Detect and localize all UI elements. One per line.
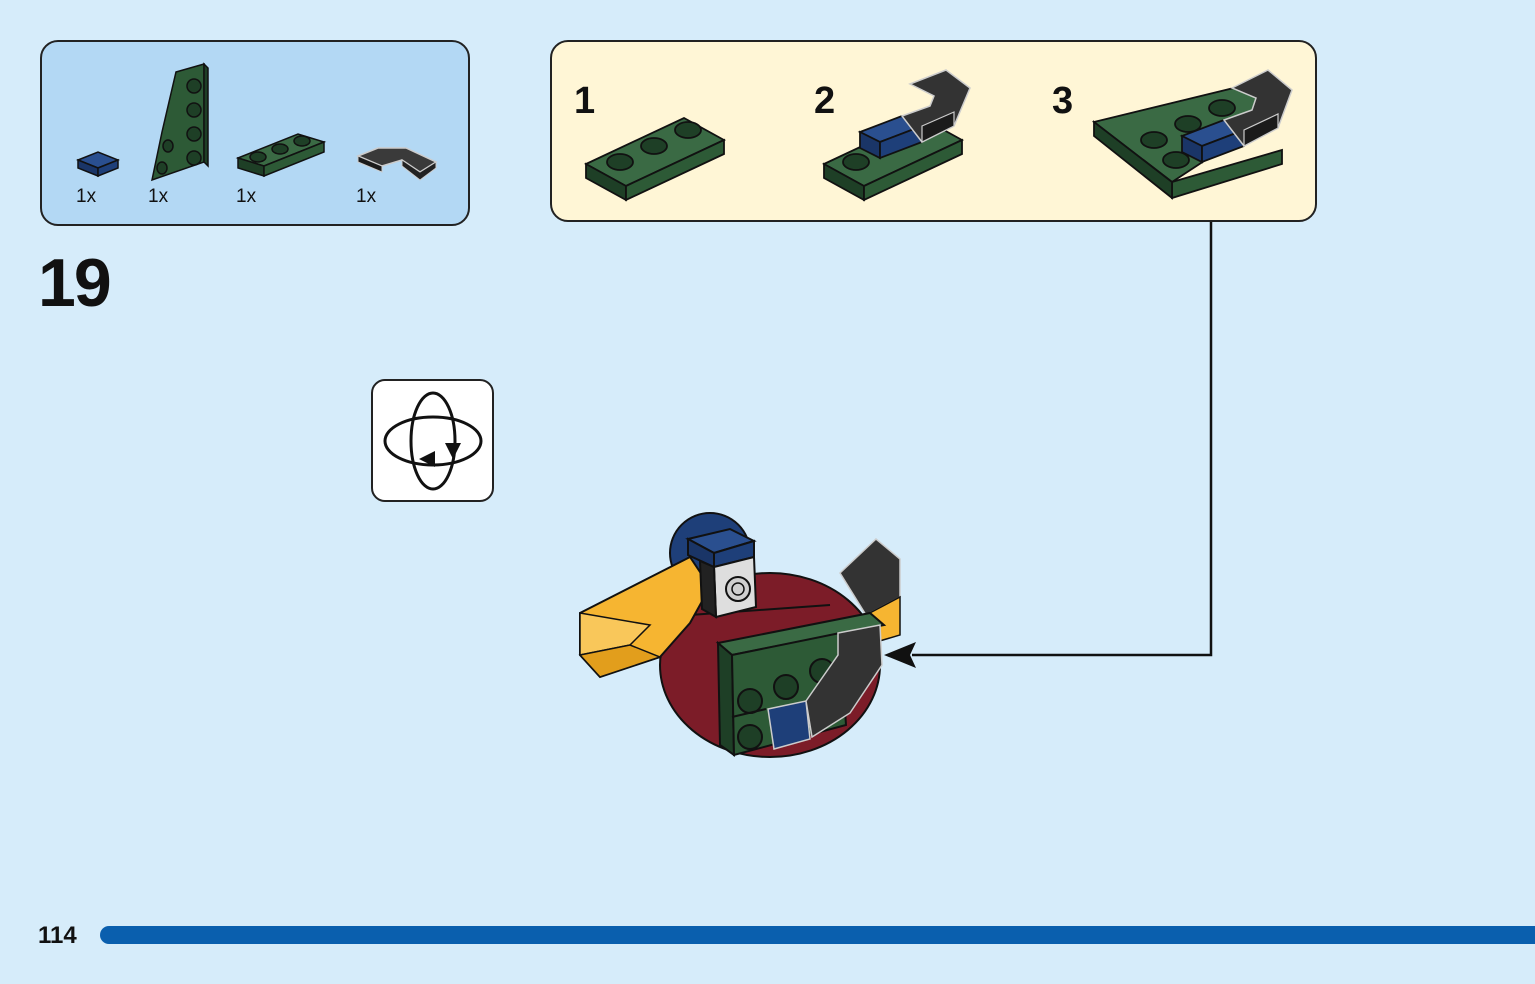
dark-green-wedge-part <box>150 62 209 182</box>
substep-number-3: 3 <box>1052 80 1074 122</box>
substep-number-2: 2 <box>814 80 836 122</box>
substep-box: 1 2 3 <box>550 40 1317 222</box>
rotate-arrows-icon <box>383 391 483 491</box>
part-qty-3: 1x <box>236 186 257 207</box>
parts-list-box: 1x 1x 1x 1x <box>40 40 470 226</box>
page-number: 114 <box>38 922 77 949</box>
dark-green-plate-1x3-part <box>235 133 327 178</box>
substep-1-illustration <box>584 116 726 202</box>
part-qty-1: 1x <box>76 186 97 207</box>
rotate-model-icon <box>371 379 494 502</box>
part-qty-4: 1x <box>356 186 377 207</box>
substep-3-illustration <box>1092 69 1293 200</box>
step-number: 19 <box>38 245 112 321</box>
black-corner-tile-part <box>356 147 438 181</box>
dark-blue-tile-part <box>76 151 120 178</box>
bird-model-illustration <box>578 512 901 758</box>
page-progress-bar <box>100 926 1535 944</box>
substep-2-illustration <box>822 69 971 202</box>
part-qty-2: 1x <box>148 186 169 207</box>
substep-number-1: 1 <box>574 80 596 122</box>
